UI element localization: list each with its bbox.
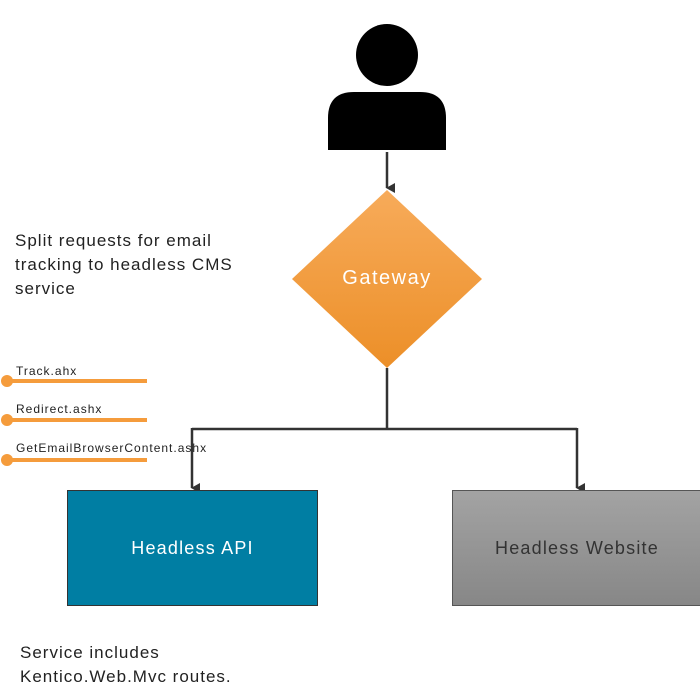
endpoint-track: Track.ahx [16, 364, 78, 378]
headless-website-label: Headless Website [495, 537, 659, 558]
headless-website-box[interactable]: Headless Website [452, 490, 700, 606]
routing-note: Split requests for email tracking to hea… [15, 231, 233, 298]
endpoint-redirect: Redirect.ashx [16, 402, 103, 416]
gateway-diamond[interactable] [292, 190, 482, 368]
service-note-line2: Kentico.Web.Mvc routes. [20, 667, 232, 686]
headless-api-box[interactable]: Headless API [67, 490, 318, 606]
headless-api-label: Headless API [131, 537, 254, 558]
gateway-label: Gateway [342, 267, 432, 289]
endpoint-lines [1, 375, 147, 466]
gateway-connector [192, 368, 577, 431]
service-note-line1: Service includes [20, 643, 160, 662]
person-icon [328, 24, 446, 150]
endpoint-get-email-browser-content: GetEmailBrowserContent.ashx [16, 441, 208, 455]
